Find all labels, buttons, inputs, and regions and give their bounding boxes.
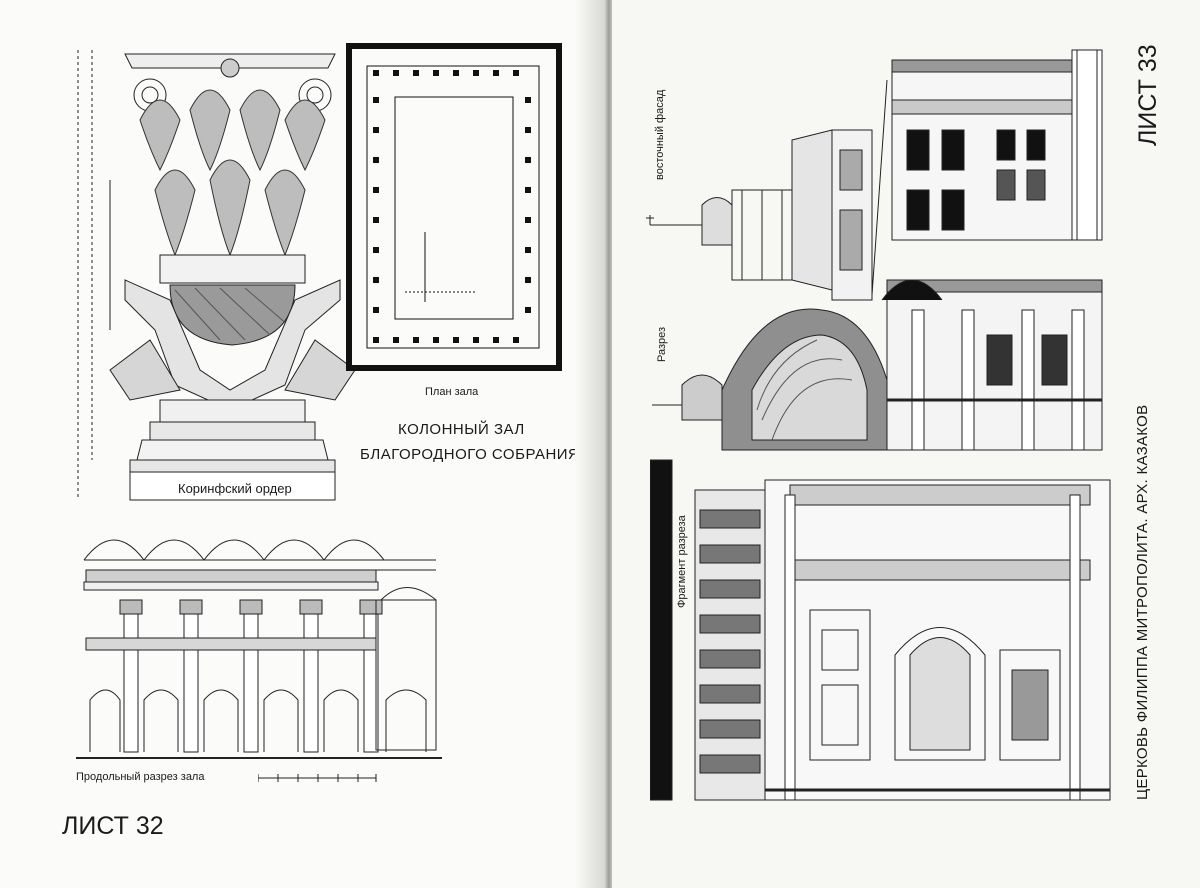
left-page: Коринфский ордер bbox=[0, 0, 612, 888]
corinthian-order-drawing bbox=[70, 40, 360, 505]
church-section-drawing bbox=[642, 240, 1122, 455]
church-title: ЦЕРКОВЬ ФИЛИППА МИТРОПОЛИТА. АРХ. КАЗАКО… bbox=[1134, 405, 1151, 800]
sheet-label-left: ЛИСТ 32 bbox=[62, 812, 164, 841]
church-section-caption: Разрез bbox=[656, 327, 668, 362]
scale-bar bbox=[258, 773, 378, 783]
east-facade-caption: восточный фасад bbox=[654, 90, 666, 180]
right-page: восточный фасад bbox=[612, 0, 1200, 888]
longitudinal-section-caption: Продольный разрез зала bbox=[76, 771, 204, 783]
hall-title-line1: КОЛОННЫЙ ЗАЛ bbox=[398, 421, 525, 438]
hall-plan-drawing bbox=[345, 42, 563, 372]
hall-plan-caption: План зала bbox=[425, 386, 478, 398]
longitudinal-section-drawing bbox=[76, 520, 442, 765]
corinthian-order-caption: Коринфский ордер bbox=[178, 481, 292, 496]
hall-title-line2: БЛАГОРОДНОГО СОБРАНИЯ. bbox=[360, 446, 584, 463]
section-fragment-drawing bbox=[650, 450, 1120, 810]
sheet-label-right: ЛИСТ 33 bbox=[1134, 44, 1163, 146]
section-fragment-caption-visible: Фрагмент разреза bbox=[676, 515, 688, 608]
